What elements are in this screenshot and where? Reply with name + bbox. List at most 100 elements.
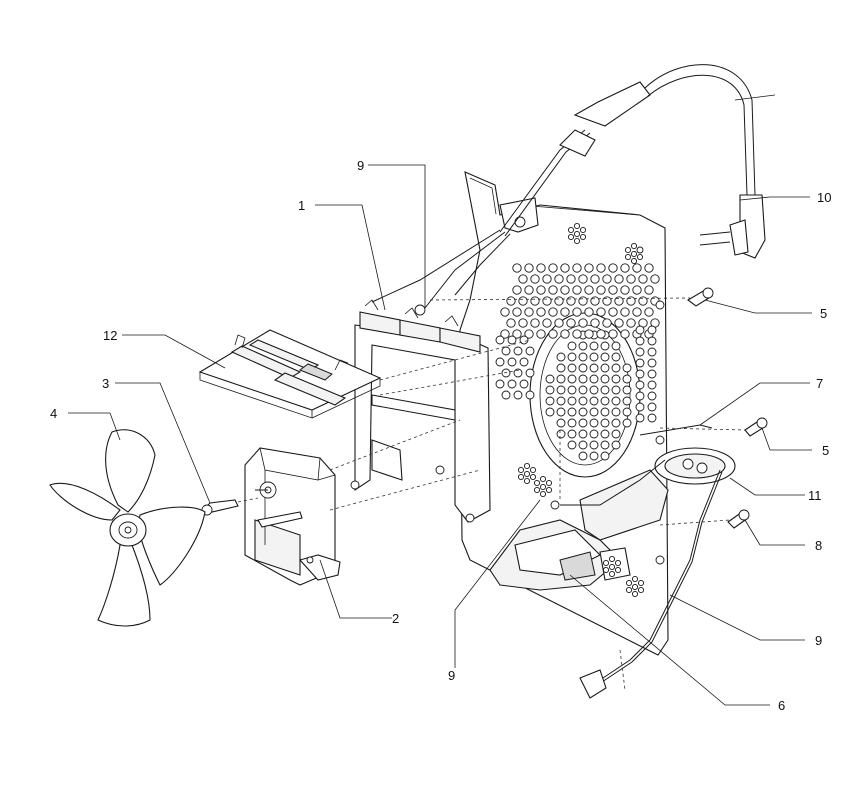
vent-hole [635,347,645,357]
vent-hole [536,285,546,295]
screws-right [687,287,768,529]
vent-hole [620,285,630,295]
vent-hole [614,318,624,328]
vent-hole [500,307,510,317]
vent-hole [622,407,632,417]
vent-hole [556,352,566,362]
vent-hole [590,296,600,306]
vent-hole [560,307,570,317]
vent-hole [556,418,566,428]
vent-hole [567,341,577,351]
vent-hole [589,341,599,351]
vent-hole [518,318,528,328]
callout-6: 6 [778,698,785,713]
vent-hole [524,307,534,317]
vent-hole [519,357,529,367]
vent-hole [596,329,606,339]
vent-hole [542,318,552,328]
vent-hole [536,263,546,273]
vent-hole [566,296,576,306]
vent-hole [608,555,616,563]
vent-hole [578,374,588,384]
vent-hole [548,285,558,295]
vent-hole [529,473,537,481]
back-panel [459,171,669,656]
vent-hole [506,318,516,328]
vent-hole [624,246,632,254]
vent-hole [611,407,621,417]
vent-hole [567,418,577,428]
vent-hole [545,479,553,487]
vent-hole [626,296,636,306]
vent-hole [589,451,599,461]
vent-hole [578,296,588,306]
vent-hole [572,307,582,317]
vent-hole [578,418,588,428]
vent-hole [647,347,657,357]
vent-hole [630,257,638,265]
vent-hole [608,570,616,578]
vent-hole [495,357,505,367]
vent-hole [608,307,618,317]
vent-hole [635,336,645,346]
vent-hole [600,385,610,395]
assembly-lines [237,297,746,691]
vent-hole [567,396,577,406]
vent-hole [518,296,528,306]
vent-hole [501,390,511,400]
vent-hole [542,296,552,306]
vent-hole [636,253,644,261]
vent-hole [638,296,648,306]
vent-hole [622,385,632,395]
vent-hole [554,274,564,284]
vent-hole [524,263,534,273]
vent-hole [578,440,588,450]
vent-hole [650,274,660,284]
vent-hole [542,274,552,284]
vent-hole [513,390,523,400]
vent-hole [589,440,599,450]
vent-holes [495,263,660,423]
vent-hole [620,329,630,339]
vent-hole [512,263,522,273]
vent-hole [635,369,645,379]
vent-hole [647,391,657,401]
vent-hole [596,285,606,295]
callout-5a: 5 [820,306,827,321]
vent-hole [602,566,610,574]
vent-hole [589,429,599,439]
vent-hole [631,575,639,583]
vent-hole [608,329,618,339]
vent-hole [567,385,577,395]
callout-1: 1 [298,198,305,213]
vent-hole [567,363,577,373]
vent-hole [579,226,587,234]
vent-hole [567,440,577,450]
vent-hole [567,429,577,439]
vent-hole [533,479,541,487]
vent-hole [632,263,642,273]
vent-hole [539,483,547,491]
callout-9b: 9 [448,668,455,683]
vent-hole [600,363,610,373]
vent-hole [638,274,648,284]
vent-hole [622,363,632,373]
vent-hole [578,385,588,395]
vent-hole [572,263,582,273]
vent-hole [513,346,523,356]
vent-hole [644,307,654,317]
vent-hole [596,307,606,317]
vent-hole [519,335,529,345]
callout-labels: 1 2 3 4 5 5 6 7 8 9 9 9 10 11 12 [50,158,831,713]
vent-hole [584,329,594,339]
vent-hole [608,263,618,273]
callout-7: 7 [816,376,823,391]
vent-hole [611,363,621,373]
vent-hole [556,385,566,395]
vent-hole [523,470,531,478]
vent-hole [631,583,639,591]
callout-9a: 9 [357,158,364,173]
fan-motor [244,447,341,586]
vent-hole [525,368,535,378]
